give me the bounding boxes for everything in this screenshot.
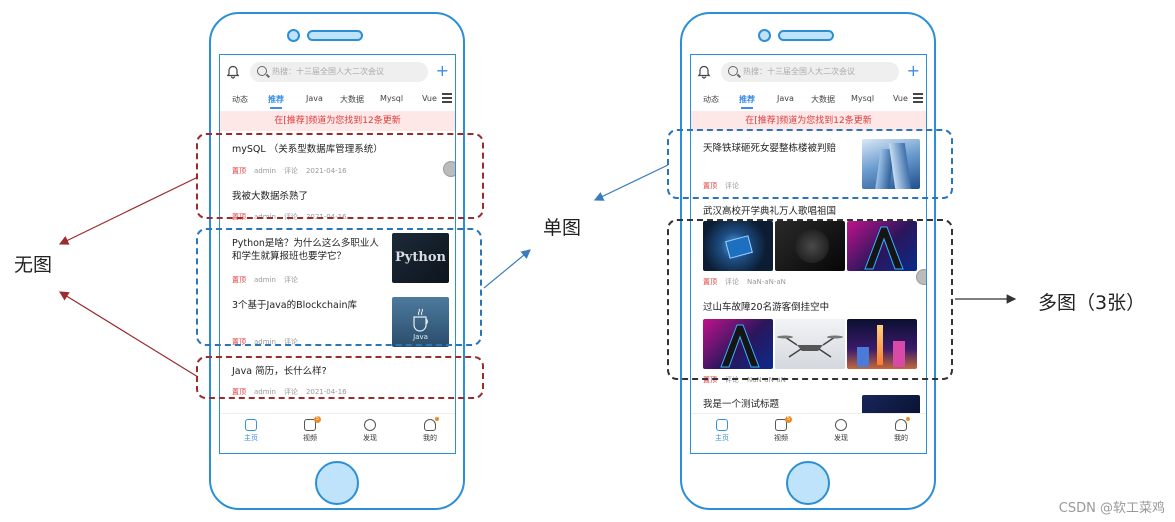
- video-icon: 5: [304, 419, 316, 431]
- search-icon: [257, 66, 267, 76]
- tab-dongtai[interactable]: 动态: [232, 94, 248, 105]
- tab-video-label: 视频: [303, 434, 317, 442]
- channel-tabs: 动态 推荐 Java 大数据 Mysql Vue: [691, 91, 926, 109]
- add-icon[interactable]: +: [907, 61, 920, 81]
- search-icon: [728, 66, 738, 76]
- tab-mysql[interactable]: Mysql: [851, 94, 874, 103]
- home-icon: [245, 419, 257, 431]
- home-button[interactable]: [786, 461, 830, 505]
- article-title[interactable]: 我是一个测试标题: [703, 398, 779, 411]
- tab-mine-label: 我的: [423, 434, 437, 442]
- video-badge: 5: [785, 416, 792, 423]
- speaker: [778, 30, 834, 41]
- single-image-box-left: [196, 228, 482, 346]
- single-image-box-right: [667, 129, 953, 199]
- bell-icon[interactable]: [226, 65, 240, 79]
- tab-bigdata[interactable]: 大数据: [340, 94, 364, 105]
- menu-icon[interactable]: [913, 93, 923, 104]
- multi-image-box: [667, 219, 953, 380]
- search-placeholder: 热搜：十三届全国人大二次会议: [272, 67, 384, 76]
- speaker: [307, 30, 363, 41]
- home-icon: [716, 419, 728, 431]
- tab-vue[interactable]: Vue: [893, 94, 908, 103]
- tab-mine[interactable]: 我的: [410, 419, 450, 443]
- video-icon: 5: [775, 419, 787, 431]
- camera: [758, 29, 771, 42]
- tab-discover[interactable]: 发现: [350, 419, 390, 443]
- tab-video[interactable]: 5 视频: [761, 419, 801, 443]
- tab-dongtai[interactable]: 动态: [703, 94, 719, 105]
- no-image-box-top: [196, 133, 484, 219]
- tab-java[interactable]: Java: [777, 94, 794, 103]
- tab-video-label: 视频: [774, 434, 788, 442]
- tab-bigdata[interactable]: 大数据: [811, 94, 835, 105]
- arrow-no-image-bottom: [60, 292, 198, 377]
- tab-video[interactable]: 5 视频: [290, 419, 330, 443]
- user-icon: [424, 419, 436, 431]
- search-input[interactable]: 热搜：十三届全国人大二次会议: [250, 62, 428, 82]
- bottom-tabbar: 主页 5 视频 发现 我的: [220, 413, 455, 454]
- channel-tabs: 动态 推荐 Java 大数据 Mysql Vue: [220, 91, 455, 109]
- tab-java[interactable]: Java: [306, 94, 323, 103]
- tab-mysql[interactable]: Mysql: [380, 94, 403, 103]
- tab-home[interactable]: 主页: [702, 419, 742, 443]
- top-bar: 热搜：十三届全国人大二次会议 +: [220, 55, 455, 89]
- mine-dot: [435, 417, 439, 421]
- bell-icon[interactable]: [697, 65, 711, 79]
- user-icon: [895, 419, 907, 431]
- mine-dot: [906, 417, 910, 421]
- top-bar: 热搜：十三届全国人大二次会议 +: [691, 55, 926, 89]
- tab-discover[interactable]: 发现: [821, 419, 861, 443]
- single-image-label: 单图: [543, 213, 581, 240]
- multi-image-label: 多图（3张）: [1038, 288, 1145, 315]
- discover-icon: [835, 419, 847, 431]
- camera: [287, 29, 300, 42]
- video-badge: 5: [314, 416, 321, 423]
- tab-discover-label: 发现: [363, 434, 377, 442]
- home-button[interactable]: [315, 461, 359, 505]
- tab-mine[interactable]: 我的: [881, 419, 921, 443]
- arrow-single-to-right: [484, 250, 530, 288]
- partial-thumbnail[interactable]: [862, 395, 920, 415]
- update-notice: 在[推荐]频道为您找到12条更新: [691, 111, 926, 131]
- no-image-label: 无图: [14, 250, 52, 277]
- arrow-no-image-top: [60, 177, 198, 244]
- tab-discover-label: 发现: [834, 434, 848, 442]
- tab-tuijian[interactable]: 推荐: [739, 94, 755, 105]
- article-title[interactable]: 武汉高校开学典礼万人歌唱祖国: [703, 205, 836, 218]
- tab-home-label: 主页: [715, 434, 729, 442]
- update-notice: 在[推荐]频道为您找到12条更新: [220, 111, 455, 131]
- search-input[interactable]: 热搜：十三届全国人大二次会议: [721, 62, 899, 82]
- tab-home[interactable]: 主页: [231, 419, 271, 443]
- add-icon[interactable]: +: [436, 61, 449, 81]
- search-placeholder: 热搜：十三届全国人大二次会议: [743, 67, 855, 76]
- discover-icon: [364, 419, 376, 431]
- watermark: CSDN @软工菜鸡: [1059, 497, 1165, 516]
- no-image-box-bottom: [196, 356, 484, 399]
- arrow-single-to-left: [595, 165, 668, 200]
- tab-mine-label: 我的: [894, 434, 908, 442]
- tab-home-label: 主页: [244, 434, 258, 442]
- tab-tuijian[interactable]: 推荐: [268, 94, 284, 105]
- menu-icon[interactable]: [442, 93, 452, 104]
- tab-vue[interactable]: Vue: [422, 94, 437, 103]
- bottom-tabbar: 主页 5 视频 发现 我的: [691, 413, 926, 454]
